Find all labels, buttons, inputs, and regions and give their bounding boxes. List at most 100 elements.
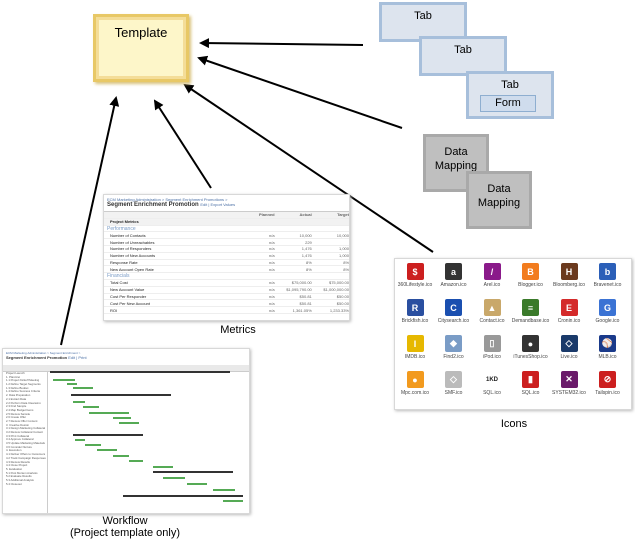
icon-item: ✕SYSTEM32.ico <box>550 371 588 396</box>
workflow-task: 2.6 Create Offer <box>6 415 27 419</box>
icon-label: Demandbase.ico <box>511 318 550 324</box>
workflow-task: 1.3 Define Budget <box>6 385 29 390</box>
icon-label: Blogger.ico <box>518 282 543 288</box>
metrics-row-label: New Account Open Rate <box>110 266 154 272</box>
metrics-cell: 8% <box>343 259 349 265</box>
gantt-bar <box>73 401 85 403</box>
icon-label: Brickfish.ico <box>401 318 429 324</box>
metrics-title: Segment Enrichment Promotion Edit | Expo… <box>104 202 349 212</box>
icon-label: Citysearch.ico <box>437 318 470 324</box>
icon-item: ⊘Tailspin.ico <box>589 371 627 396</box>
workflow-task: 4.3 Review Results <box>6 459 30 464</box>
app-icon: ⚾ <box>599 335 616 352</box>
metrics-col-actual: Actual <box>299 212 312 218</box>
metrics-column-header: Planned Actual Target <box>104 212 349 219</box>
app-icon: a <box>445 263 462 280</box>
gantt-bar <box>153 471 233 473</box>
gantt-bar <box>123 495 243 497</box>
metrics-col-target: Target <box>337 212 349 218</box>
workflow-task: 5.2 Evaluate Results <box>6 474 32 478</box>
metrics-cell: $75,000.00 <box>328 280 349 286</box>
workflow-task: 5.4 Closeout <box>6 481 22 486</box>
metrics-row-label: Performance <box>107 225 136 232</box>
tab-box-2: Tab <box>419 36 507 76</box>
metrics-cell: 1,233.33% <box>329 307 349 313</box>
gantt-bar <box>83 406 99 408</box>
workflow-task: 1.4 Define Success Criteria <box>6 389 40 394</box>
icon-item: ≡Demandbase.ico <box>512 299 550 324</box>
workflow-task: 4.1 Deliver Offers to Customers <box>6 452 46 456</box>
metrics-row-label: Financials <box>107 273 130 280</box>
template-box: Template <box>93 14 189 82</box>
tab-label-3: Tab <box>501 79 519 91</box>
workflow-task: 3.3 Print Collateral <box>6 433 30 438</box>
icon-label: Amazon.ico <box>440 282 467 288</box>
icon-item: ◇SMF.ico <box>435 371 473 396</box>
metrics-row-label: Number of Unreachables <box>110 239 155 245</box>
metrics-cell: $1,000,000.00 <box>323 287 349 293</box>
app-icon: ▯ <box>483 335 501 352</box>
gantt-bar <box>67 383 77 385</box>
icon-label: 360Lifestyle.ico <box>397 282 433 288</box>
metrics-title-links: Edit | Export Values <box>200 202 236 207</box>
icon-item: ⚾ MLB.ico <box>589 335 627 360</box>
gantt-bar <box>71 394 171 396</box>
icon-label: MLB.ico <box>598 354 617 360</box>
workflow-task: 3. Creative Design <box>6 422 30 427</box>
arrow-icons-to-template <box>183 83 434 253</box>
metrics-title-text: Segment Enrichment Promotion <box>107 202 199 208</box>
metrics-cell: $50.00 <box>336 300 349 306</box>
gantt-bar <box>53 379 75 381</box>
app-icon: ✕ <box>560 371 578 388</box>
app-icon: R <box>406 299 424 316</box>
app-icon: ▲ <box>483 299 501 316</box>
icon-item: ▮SQL.ico <box>512 371 550 396</box>
icon-label: Bravenet.ico <box>593 282 622 288</box>
gantt-bar <box>153 466 173 468</box>
gantt-bar <box>129 460 143 462</box>
workflow-task: 5. Evaluation <box>6 466 23 471</box>
metrics-row-label: Number of Responders <box>110 246 152 252</box>
metrics-cell: $75,000.00 <box>291 280 312 286</box>
icon-label: Find2.ico <box>443 354 464 360</box>
metrics-cell: $50.81 <box>299 293 312 299</box>
metrics-cell: 1,361.05% <box>292 307 312 313</box>
gantt-bar <box>119 422 139 424</box>
workflow-title: Segment Enrichment Promotion Edit | Prin… <box>3 355 249 361</box>
metrics-cell: n/a <box>269 280 275 286</box>
icon-label: iTunesShop.ico <box>513 354 548 360</box>
app-icon: ● <box>522 335 539 352</box>
app-icon: / <box>483 263 501 280</box>
arrow-workflow-to-template <box>60 96 120 346</box>
metrics-cell: 8% <box>306 259 312 265</box>
data-mapping-box-1: Data Mapping <box>423 134 489 192</box>
icon-label: IMDB.ico <box>404 354 426 360</box>
metrics-row: Project Metrics <box>104 218 349 226</box>
metrics-row-label: New Account Value <box>110 287 145 293</box>
data-mapping-line1: Data <box>487 183 511 195</box>
metrics-breadcrumb: ECM Marketing Administration > Segment E… <box>107 197 228 202</box>
icon-label: Arel.ico <box>483 282 501 288</box>
gantt-bar <box>73 387 93 389</box>
icon-item: / Arel.ico <box>473 263 511 288</box>
workflow-task: 4.2 Track Campaign Responses <box>6 455 46 460</box>
workflow-task: Project Launch <box>6 371 25 375</box>
gantt-bar <box>213 489 235 491</box>
icon-label: Contact.ico <box>479 318 505 324</box>
form-label: Form <box>495 97 521 109</box>
metrics-cell: n/a <box>269 287 275 293</box>
metrics-cell: n/a <box>269 307 275 313</box>
metrics-row-label: Total Cost <box>110 280 128 286</box>
icons-caption: Icons <box>500 418 528 430</box>
workflow-task: 3.2 Review Collateral Content <box>6 430 44 434</box>
